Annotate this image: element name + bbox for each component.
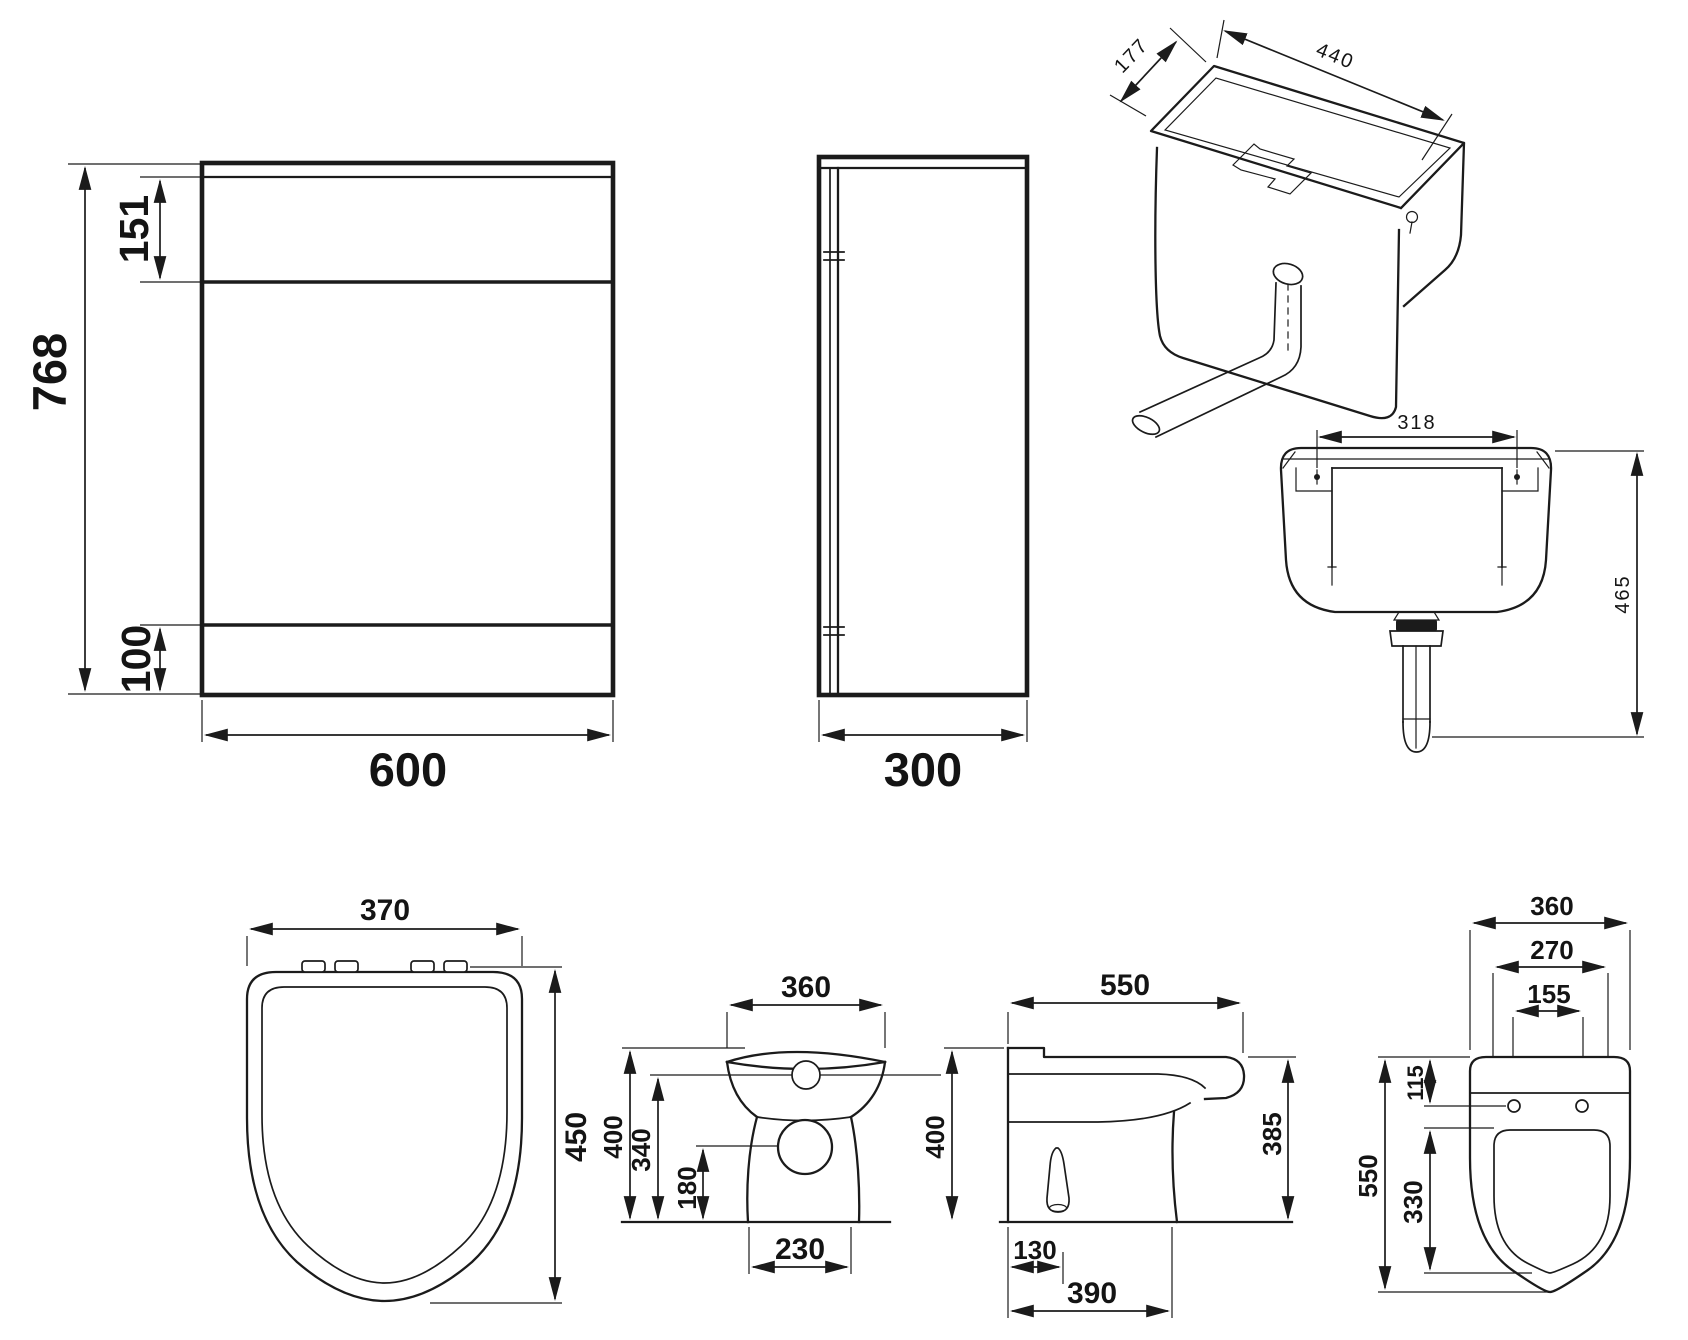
fixing-hole-left bbox=[1507, 1099, 1521, 1113]
lid-handle-recess bbox=[1232, 143, 1313, 195]
dim-label-outlet-offset: 130 bbox=[1013, 1235, 1056, 1265]
cistern-right-face bbox=[1399, 141, 1466, 308]
pipe-open-end bbox=[1131, 414, 1161, 436]
pedestal-left bbox=[746, 1115, 759, 1224]
dim-line-cistern-width bbox=[1223, 30, 1445, 121]
hinge-cap bbox=[301, 960, 326, 973]
dim-label-seat-width: 370 bbox=[360, 894, 410, 927]
dim-label-seat-depth: 450 bbox=[560, 1112, 593, 1162]
inner-wall-foot bbox=[1497, 566, 1507, 586]
dim-label-inlet-height: 340 bbox=[626, 1128, 656, 1171]
extension-line bbox=[1216, 19, 1225, 59]
dim-label-base-width: 230 bbox=[775, 1233, 825, 1266]
dim-label-fixing-setback: 115 bbox=[1403, 1065, 1428, 1101]
bowl-underside bbox=[1007, 1101, 1192, 1123]
pan-top-profile bbox=[1006, 1046, 1246, 1101]
dim-label-fixing-centres: 318 bbox=[1397, 412, 1436, 434]
hinge-cap bbox=[410, 960, 435, 973]
dim-label-front-height: 385 bbox=[1257, 1112, 1287, 1155]
fixing-bracket-left bbox=[1295, 467, 1333, 492]
pan-front-view: 360 400 340 180 230 bbox=[598, 971, 941, 1274]
pan-plan-view: 360 270 155 115 550 330 bbox=[1353, 891, 1632, 1294]
dim-label-pan-width: 360 bbox=[781, 971, 831, 1004]
unit-side-outline bbox=[816, 154, 1030, 698]
flush-hole bbox=[1272, 262, 1304, 286]
dim-label-cistern-height: 465 bbox=[1612, 574, 1634, 613]
extension-line bbox=[1109, 94, 1147, 117]
extension-line bbox=[1421, 113, 1453, 161]
dim-label-cistern-depth: 177 bbox=[1110, 34, 1153, 78]
flush-entry-hole bbox=[776, 1118, 834, 1176]
cistern-front-view: 318 465 bbox=[1279, 412, 1644, 753]
dim-label-unit-height: 768 bbox=[23, 333, 76, 411]
dim-label-base-depth: 390 bbox=[1067, 1277, 1117, 1310]
inlet-hole bbox=[791, 1060, 821, 1090]
cistern-lid-inner bbox=[1163, 77, 1452, 198]
cistern-3d-view: 177 440 bbox=[1109, 19, 1466, 439]
cistern-body bbox=[1154, 146, 1401, 420]
extension-line bbox=[1169, 27, 1207, 63]
outlet-spigot bbox=[1046, 1147, 1070, 1213]
flush-pipe bbox=[1138, 282, 1277, 414]
dim-label-unit-top: 151 bbox=[111, 195, 157, 263]
hinge-cap bbox=[443, 960, 468, 973]
plan-outer-outline bbox=[1468, 1055, 1632, 1294]
cistern-front-outline bbox=[1279, 446, 1553, 614]
rim-underside bbox=[1007, 1073, 1207, 1090]
fixing-bracket-right bbox=[1501, 467, 1539, 492]
wc-unit-side-view: 300 bbox=[816, 154, 1030, 796]
pan-side-view: 550 400 385 130 390 bbox=[920, 969, 1296, 1318]
dim-label-plan-depth: 550 bbox=[1353, 1154, 1383, 1197]
dim-label-unit-width: 600 bbox=[369, 743, 447, 796]
outlet-opening bbox=[1048, 1203, 1068, 1213]
dim-label-outlet-height: 180 bbox=[672, 1166, 702, 1209]
dim-label-plan-width: 360 bbox=[1530, 891, 1573, 921]
dim-label-pan-height-side: 400 bbox=[920, 1115, 950, 1158]
corner-mark bbox=[1282, 451, 1296, 469]
inner-wall-foot bbox=[1327, 566, 1337, 586]
keyhole-detail bbox=[1405, 210, 1419, 224]
seat-inner-outline bbox=[261, 986, 508, 1284]
valve-neck bbox=[1392, 611, 1441, 621]
pedestal-front-edge bbox=[1171, 1110, 1179, 1224]
dim-label-pan-depth: 550 bbox=[1100, 969, 1150, 1002]
seat-plan-view: 370 450 bbox=[245, 894, 593, 1304]
dim-label-bowl-length: 330 bbox=[1398, 1180, 1428, 1223]
pedestal-right bbox=[849, 1115, 861, 1224]
dim-label-unit-depth: 300 bbox=[884, 743, 962, 796]
bowl-side-left bbox=[725, 1060, 759, 1119]
bowl-side-right bbox=[849, 1060, 887, 1119]
valve-flange bbox=[1389, 630, 1444, 647]
dim-label-pan-height: 400 bbox=[598, 1115, 628, 1158]
rim-top bbox=[725, 1050, 887, 1064]
hinge-cap bbox=[334, 960, 359, 973]
unit-front-outline bbox=[199, 160, 616, 698]
pipe-tip bbox=[1402, 721, 1431, 753]
cistern-lid bbox=[1149, 64, 1466, 210]
dim-line-cistern-depth bbox=[1119, 40, 1178, 103]
valve-nut bbox=[1396, 620, 1437, 631]
dim-label-fixing-centres-plan: 155 bbox=[1527, 979, 1570, 1009]
keyhole-detail bbox=[1409, 221, 1413, 234]
fixing-hole-right bbox=[1575, 1099, 1589, 1113]
dim-label-inner-width: 270 bbox=[1530, 935, 1573, 965]
dim-label-unit-bottom: 100 bbox=[113, 625, 159, 693]
wc-unit-front-view: 768 151 100 600 bbox=[23, 160, 616, 796]
corner-mark bbox=[1536, 451, 1550, 469]
seat-outer-outline bbox=[245, 970, 524, 1303]
plan-bowl-outline bbox=[1493, 1129, 1611, 1274]
flush-pipe bbox=[1154, 285, 1302, 439]
